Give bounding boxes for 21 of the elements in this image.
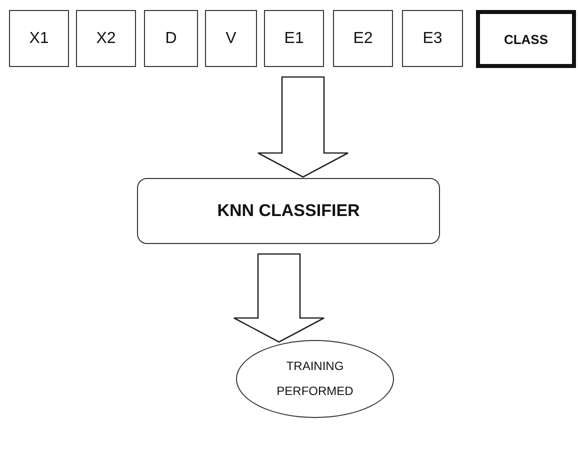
node-label: X1 <box>29 30 49 48</box>
node-label: D <box>165 30 177 48</box>
process-box <box>137 178 440 244</box>
node-label: E1 <box>284 30 304 48</box>
feature-box <box>76 10 136 67</box>
feature-box <box>9 10 69 67</box>
node-label: X2 <box>96 30 116 48</box>
feature-box <box>144 10 198 67</box>
feature-box <box>264 10 324 67</box>
feature-box <box>402 10 463 67</box>
node-label: TRAINING PERFORMED <box>276 358 354 400</box>
block-arrow <box>233 253 325 343</box>
feature-box <box>205 10 257 67</box>
node-label: KNN CLASSIFIER <box>217 201 360 221</box>
node-label: E2 <box>353 30 373 48</box>
node-label: CLASS <box>504 32 548 46</box>
feature-box <box>333 10 393 67</box>
block-arrow <box>257 76 349 178</box>
node-label: E3 <box>422 30 442 48</box>
node-label: V <box>226 30 236 48</box>
class-box <box>476 10 576 68</box>
